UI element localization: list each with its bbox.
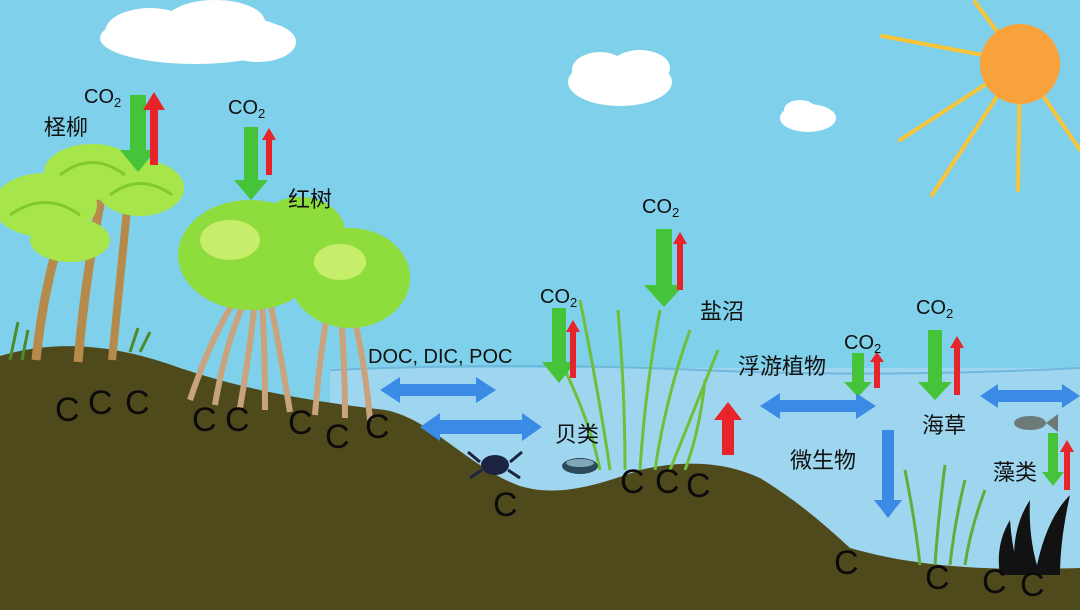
mangrove-tree-icon <box>178 197 410 421</box>
sun-icon <box>880 0 1080 197</box>
label-microbes: 微生物 <box>790 449 857 474</box>
label-phytoplankton: 浮游植物 <box>738 355 827 380</box>
label-mangrove: 红树 <box>288 188 333 213</box>
carbon-marker: C <box>493 486 518 524</box>
co2-label: CO2 <box>642 196 680 220</box>
co2-label: CO2 <box>228 97 266 121</box>
shellfish-icon <box>562 458 598 474</box>
carbon-marker: C <box>925 559 950 597</box>
label-salt-marsh: 盐沼 <box>700 300 745 325</box>
seagrass-icon <box>903 464 987 566</box>
co2-label: CO2 <box>84 86 122 110</box>
carbon-marker: C <box>55 391 80 429</box>
cloud-icon <box>100 0 296 64</box>
cloud-icon <box>780 100 836 132</box>
carbon-marker: C <box>88 384 113 422</box>
carbon-marker: C <box>834 544 859 582</box>
crab-icon <box>467 450 523 480</box>
label-carbon-forms: DOC, DIC, POC <box>368 346 513 368</box>
label-seagrass: 海草 <box>922 414 967 439</box>
co2-label: CO2 <box>540 286 578 310</box>
carbon-marker: C <box>225 401 250 439</box>
label-shellfish: 贝类 <box>555 423 600 448</box>
carbon-marker: C <box>125 384 150 422</box>
carbon-exchange-arrow <box>380 377 1080 518</box>
carbon-marker: C <box>1020 566 1045 604</box>
co2-release-arrow <box>143 92 1074 490</box>
co2-label: CO2 <box>844 332 882 356</box>
co2-uptake-arrow <box>120 95 1064 486</box>
algae-icon <box>998 495 1070 575</box>
fish-icon <box>1014 414 1058 432</box>
ground <box>0 346 1080 610</box>
carbon-marker: C <box>365 408 390 446</box>
carbon-marker: C <box>192 401 217 439</box>
carbon-marker: C <box>288 404 313 442</box>
label-tamarisk: 柽柳 <box>44 116 89 141</box>
carbon-marker: C <box>655 463 680 501</box>
carbon-marker: C <box>325 418 350 456</box>
carbon-marker: C <box>982 563 1007 601</box>
carbon-marker: C <box>686 467 711 505</box>
carbon-marker: C <box>620 463 645 501</box>
cloud-icon <box>568 50 672 106</box>
label-algae: 藻类 <box>993 461 1038 486</box>
grass-icon <box>8 321 152 361</box>
tamarisk-tree-icon <box>0 144 184 363</box>
salt-marsh-grass-icon <box>558 299 720 471</box>
co2-label: CO2 <box>916 297 954 321</box>
